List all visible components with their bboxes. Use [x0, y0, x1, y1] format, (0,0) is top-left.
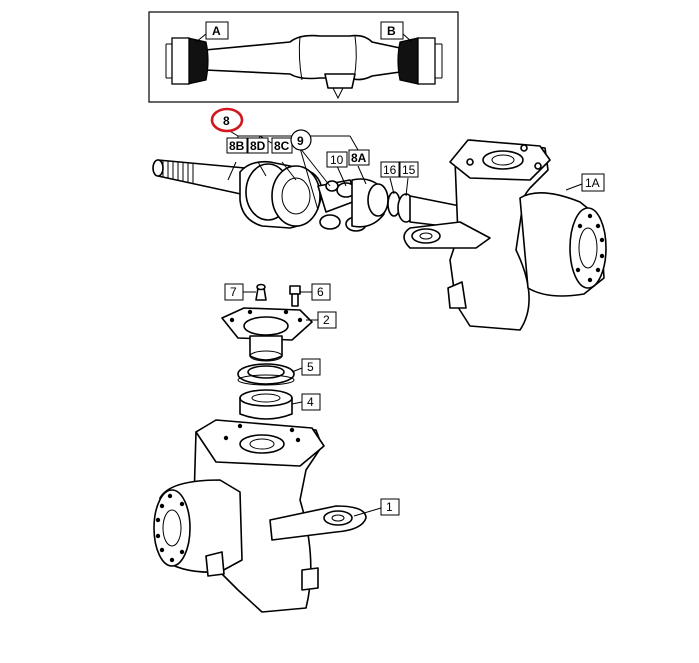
hub-bolt-holes-upper	[575, 213, 605, 283]
callout-box-1	[380, 498, 400, 516]
callout-box-a	[205, 21, 229, 40]
callout-box-1a	[581, 173, 605, 192]
callout-box-10	[326, 151, 348, 168]
callout-8c: 8C	[274, 139, 290, 153]
callout-5: 5	[307, 360, 314, 374]
callout-box-4	[301, 393, 321, 411]
callout-box-5	[301, 358, 321, 376]
callout-box-b	[380, 21, 404, 40]
callout-box-2	[317, 311, 337, 329]
callout-16: 16	[383, 163, 397, 177]
callout-15: 15	[402, 163, 416, 177]
callout-2: 2	[323, 313, 330, 327]
callout-8b: 8B	[229, 139, 245, 153]
callout-8a: 8A	[351, 151, 367, 165]
callout-circle-9	[290, 129, 312, 151]
highlight-ring	[210, 107, 244, 133]
callout-7: 7	[230, 285, 237, 299]
steering-knuckle-upper	[403, 139, 607, 331]
axle-overview-inset: A B	[148, 11, 459, 103]
kingpin-parts	[221, 283, 313, 420]
bolt-part-6	[289, 285, 301, 295]
callout-label-b: B	[387, 24, 396, 38]
callout-box-6	[311, 283, 331, 301]
callout-box-8d	[247, 137, 269, 154]
callout-box-7	[224, 283, 244, 301]
callout-9: 9	[297, 134, 304, 148]
callout-4: 4	[307, 395, 314, 409]
callout-1: 1	[386, 500, 393, 514]
drive-shaft-assembly	[152, 159, 461, 232]
callout-box-16	[380, 161, 400, 178]
callout-box-8a	[348, 149, 370, 166]
callout-6: 6	[317, 285, 324, 299]
callout-box-8b	[226, 137, 248, 154]
hub-bolt-holes-lower	[155, 493, 185, 563]
callout-labels: 8 8B 8D 8C 9 10 8A 16 15 1A 7 6 2 5 4 1	[210, 107, 605, 516]
callout-8d: 8D	[250, 139, 266, 153]
callout-box-15	[399, 161, 419, 178]
callout-10: 10	[330, 153, 344, 167]
callout-label-a: A	[212, 24, 221, 38]
callout-8: 8	[223, 114, 230, 128]
callout-1a: 1A	[585, 176, 600, 190]
steering-knuckle-lower	[153, 419, 367, 613]
